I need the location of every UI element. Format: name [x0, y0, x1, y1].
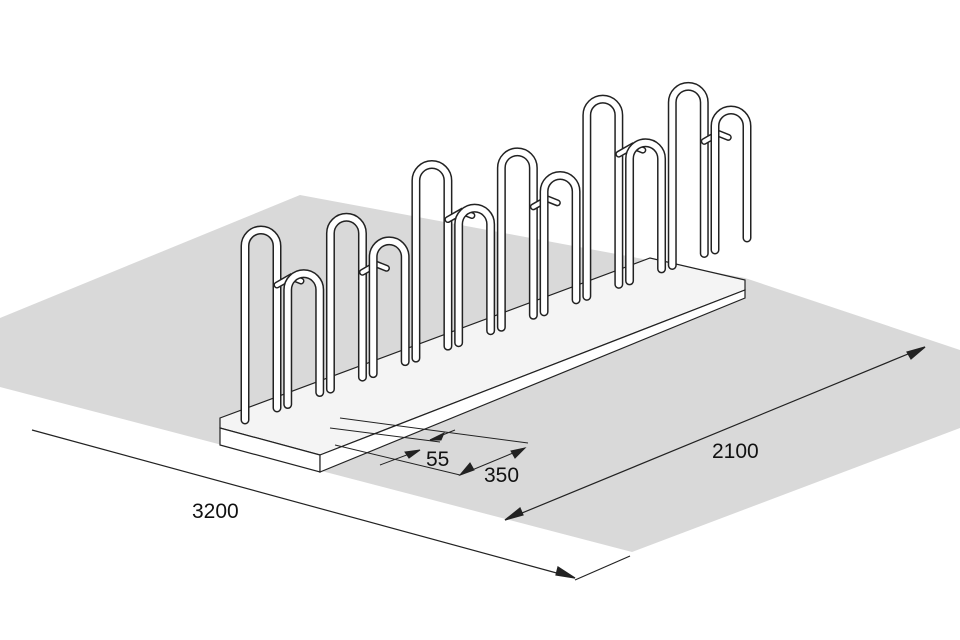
rack-loop-tube	[583, 96, 622, 300]
width-dimension	[504, 346, 926, 521]
width-label: 2100	[712, 440, 759, 463]
bike-rack	[219, 81, 752, 473]
rack-loop-outline	[667, 81, 709, 270]
rack-loop-tube	[327, 214, 366, 393]
rack-loop-tube	[669, 83, 708, 269]
rack-loop-tube	[712, 107, 750, 253]
rack-loop-tube	[626, 139, 665, 284]
rack-loop-tube	[455, 205, 494, 346]
rack-loop-tube	[242, 227, 280, 423]
slot-spacing-label: 350	[484, 464, 519, 487]
slot-dimensions	[329, 417, 529, 477]
slot-width-label: 55	[426, 448, 449, 471]
rack-loop-tube	[284, 270, 323, 408]
rack-loop-tube	[498, 148, 537, 331]
length-dimension	[31, 429, 631, 581]
rack-loop-tube	[541, 172, 580, 315]
rack-loop-tube	[412, 161, 451, 362]
rack-loop-tube	[370, 237, 409, 377]
length-label: 3200	[192, 500, 239, 523]
base-side-rail	[319, 289, 746, 473]
